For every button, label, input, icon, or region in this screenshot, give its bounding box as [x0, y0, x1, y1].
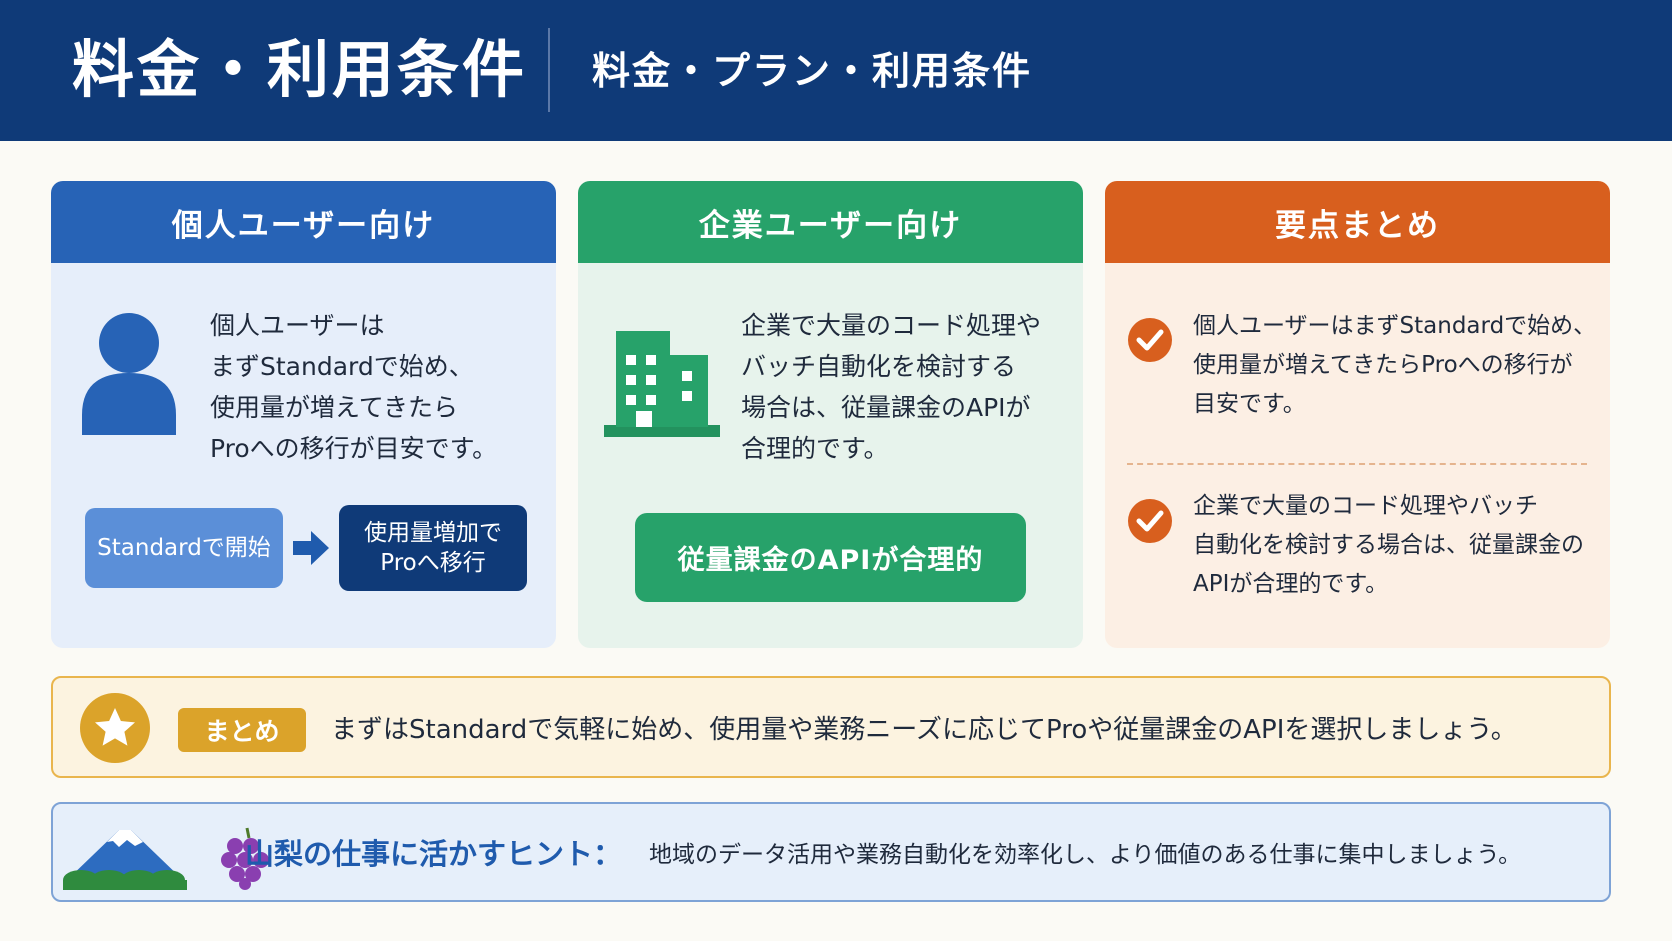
summary-divider — [1127, 463, 1587, 465]
enterprise-description: 企業で大量のコード処理や バッチ自動化を検討する 場合は、従量課金のAPIが 合… — [741, 311, 1042, 463]
summary-banner-text: まずはStandardで気軽に始め、使用量や業務ニーズに応じてProや従量課金の… — [331, 715, 1517, 745]
header-bar: 料金・利用条件 料金・プラン・利用条件 — [0, 0, 1672, 141]
enterprise-card-heading: 企業ユーザー向け — [578, 181, 1083, 263]
summary-card: 要点まとめ 個人ユーザーはまずStandardで始め、 使用量が増えてきたらPr… — [1105, 181, 1610, 648]
enterprise-user-card: 企業ユーザー向け 企業で大量のコード処理や バッチ自動化を検討する 場合は、従量… — [578, 181, 1083, 648]
summary-point-2: 企業で大量のコード処理やバッチ 自動化を検討する場合は、従量課金の APIが合理… — [1193, 493, 1584, 597]
personal-description: 個人ユーザーは まずStandardで始め、 使用量が増えてきたら Proへの移… — [210, 311, 498, 463]
page-title: 料金・利用条件 — [72, 33, 528, 106]
flow-end-box: 使用量増加で Proへ移行 — [339, 505, 527, 591]
grape-icon — [221, 827, 269, 890]
person-icon — [82, 313, 176, 435]
hint-label: 山梨の仕事に活かすヒント： — [245, 837, 623, 871]
summary-point-1: 個人ユーザーはまずStandardで始め、 使用量が増えてきたらProへの移行が… — [1193, 313, 1597, 417]
page-subtitle: 料金・プラン・利用条件 — [592, 49, 1033, 93]
summary-card-heading: 要点まとめ — [1105, 181, 1610, 263]
api-plan-button[interactable]: 従量課金のAPIが合理的 — [635, 513, 1026, 602]
personal-user-card: 個人ユーザー向け 個人ユーザーは まずStandardで始め、 使用量が増えてき… — [51, 181, 556, 648]
hint-text: 地域のデータ活用や業務自動化を効率化し、より価値のある仕事に集中しましょう。 — [649, 842, 1522, 868]
check-circle-icon — [1128, 499, 1172, 543]
header-divider — [548, 28, 550, 112]
flow-start-box: Standardで開始 — [85, 508, 283, 588]
building-icon — [604, 331, 720, 437]
check-circle-icon — [1128, 318, 1172, 362]
summary-card-body: 個人ユーザーはまずStandardで始め、 使用量が増えてきたらProへの移行が… — [1105, 263, 1610, 648]
mount-fuji-icon — [63, 830, 187, 890]
personal-card-body: 個人ユーザーは まずStandardで始め、 使用量が増えてきたら Proへの移… — [51, 263, 556, 648]
arrow-right-icon — [293, 531, 329, 565]
summary-badge: まとめ — [178, 708, 306, 752]
hint-box: 山梨の仕事に活かすヒント： 地域のデータ活用や業務自動化を効率化し、より価値のあ… — [51, 802, 1611, 902]
summary-banner: まとめ まずはStandardで気軽に始め、使用量や業務ニーズに応じてProや従… — [51, 676, 1611, 778]
personal-card-heading: 個人ユーザー向け — [51, 181, 556, 263]
enterprise-card-body: 企業で大量のコード処理や バッチ自動化を検討する 場合は、従量課金のAPIが 合… — [578, 263, 1083, 648]
star-icon — [80, 693, 150, 763]
